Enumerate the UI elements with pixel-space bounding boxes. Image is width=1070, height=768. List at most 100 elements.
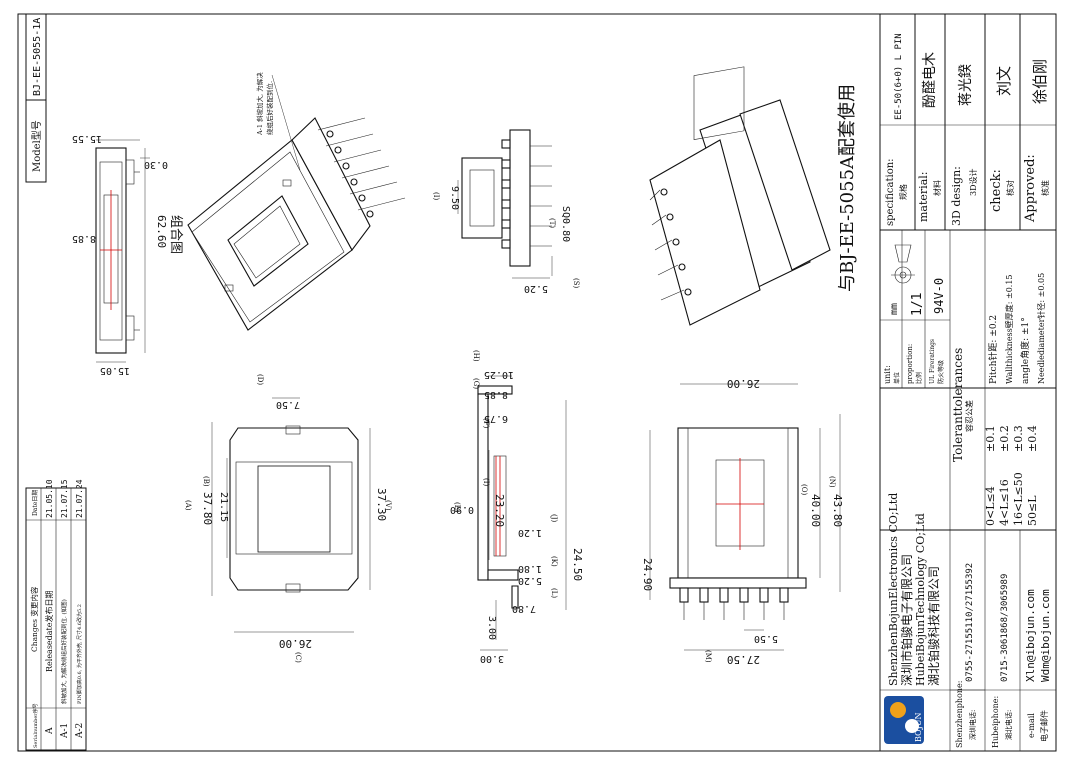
dim-24-50: 24.50	[571, 548, 584, 581]
assembly-label: 组合图	[168, 215, 183, 254]
approved-value: 徐伯刚	[1031, 59, 1049, 104]
dim-43-80: 43.80	[831, 494, 844, 527]
tol-range-3: 16<L≤50	[1012, 472, 1025, 526]
tol-note-2: Wallthickness壁厚度: ±0.15	[1004, 274, 1014, 384]
top-pin-view: 26.00 40.00 (O) 43.80 (N) 24.90 5.50 27.…	[641, 377, 844, 666]
marker-a: (A)	[184, 500, 192, 511]
design-value: 蒋光鍨	[958, 64, 974, 106]
ul-value: 94V-0	[932, 278, 946, 314]
projection-symbol	[891, 244, 915, 284]
proportion-label-cn: 比例	[915, 372, 923, 384]
marker-i-2: (I)	[482, 478, 490, 486]
changes-row-2-date: 21.07.15	[60, 479, 69, 518]
marker-k: (K)	[550, 556, 558, 567]
unit-label-cn: 单位	[893, 372, 901, 384]
design-label: 3D design:	[950, 166, 963, 226]
model-value: BJ-EE-5055-1A	[32, 18, 43, 96]
assembly-side-view: 15.55 0.30 8.85 62.60 组合图 15.05	[72, 133, 183, 376]
dim-23-20: 23.20	[493, 494, 506, 527]
dim-21-15: 21.15	[218, 492, 229, 522]
dim-3-00-b: 3.00	[480, 653, 504, 664]
tol-note-4: Needlediameter针径: ±0.05	[1036, 273, 1046, 384]
company-en-2: HubeiBojunTechnology CO;Ltd	[914, 513, 927, 686]
marker-d: (D)	[256, 374, 264, 385]
dim-7-80: 7.80	[512, 603, 536, 614]
marker-g: (G)	[472, 378, 480, 389]
material-label-cn: 材料	[932, 180, 942, 196]
dim-5-20-b: 5.20	[518, 575, 542, 586]
marker-c-1: (C)	[294, 652, 302, 663]
check-value: 刘文	[995, 66, 1013, 96]
changes-row-3-serial: A-2	[75, 723, 85, 739]
changes-col-serial: Serialnumber序号	[32, 703, 39, 748]
dim-10-25: 10.25	[484, 369, 514, 380]
dim-8-85-a: 8.85	[72, 233, 96, 244]
hb-phone-label-cn: 湖北电话:	[1004, 710, 1013, 740]
dim-37-30: 37.30	[375, 488, 388, 521]
sz-phone-label: Shenzhenphone:	[955, 681, 964, 748]
hb-phone-label: Hubeiphone:	[991, 696, 1000, 748]
model-box: Model型号 BJ-EE-5055-1A	[25, 13, 47, 183]
tol-value-3: ±0.3	[1012, 425, 1025, 452]
marker-b: (B)	[202, 476, 210, 487]
proportion-label: proportion:	[906, 344, 914, 384]
iso-view-a1: A-1 斜坡加大, 为解决 绕组后好装配到位.	[187, 72, 406, 331]
company-en-1: ShenzhenBojunElectronics CO;Ltd	[887, 493, 900, 686]
marker-o: (O)	[800, 484, 808, 495]
dim-8-85-b: 8.85	[484, 389, 508, 400]
changes-row-1-serial: A	[45, 727, 55, 735]
company-cn-1: 深圳市铂骏电子有限公司	[899, 554, 914, 686]
tol-range-1: 0<L≤4	[984, 486, 997, 526]
changes-row-2-content: 斜坡加大, 为解决绕组后好装配到位. (如图)	[60, 599, 68, 704]
marker-e: (E)	[453, 502, 461, 513]
dim-1-80: 1.80	[518, 563, 542, 574]
approved-label: Approved:	[1023, 154, 1038, 223]
email-label: e-mail	[1027, 713, 1036, 738]
hb-phone-value: 0715-3061868/3065989	[1000, 574, 1010, 682]
iso-view-right	[649, 66, 831, 326]
changes-col-changes: Changes 变更内容	[29, 586, 39, 652]
changes-row-3-date: 21.07.24	[75, 479, 84, 518]
changes-col-date: Date日期	[31, 490, 39, 516]
tol-value-4: ±0.4	[1026, 425, 1039, 452]
unit-value: mm	[889, 303, 900, 315]
marker-i-1: (I)	[432, 192, 440, 200]
sz-phone-label-cn: 深圳电话:	[968, 710, 977, 740]
design-label-cn: 3D设计	[968, 168, 978, 196]
tol-value-1: ±0.1	[984, 425, 997, 452]
changes-row-3-content: PIN脚加高0.6, 为平齐外壳, 尺寸4.6改为5.2	[76, 604, 83, 704]
email-2: Wdm@ibojun.com	[1039, 589, 1052, 682]
tol-title: Toleranttolerances	[951, 348, 965, 462]
sz-phone-value: 0755-27155110/27155392	[965, 563, 975, 682]
dim-15-05: 15.05	[100, 365, 130, 376]
dim-1-20: 1.20	[518, 527, 542, 538]
model-label: Model型号	[30, 120, 43, 172]
changes-row-2-serial: A-1	[60, 723, 70, 739]
tol-range-2: 4<L≤16	[998, 479, 1011, 526]
title-block: 与BJ-EE-5055A配套使用 specification: 规格 EE-50…	[837, 13, 1057, 752]
marker-l: (L)	[550, 588, 558, 598]
dim-0-30: 0.30	[144, 159, 168, 170]
dim-15-55: 15.55	[72, 133, 102, 144]
email-label-cn: 电子邮件	[1039, 710, 1049, 742]
check-label: check:	[989, 169, 1004, 212]
dim-37-80: 37.80	[201, 492, 214, 525]
material-value: 酚醛电木	[922, 52, 938, 108]
tol-range-4: 50≤L	[1026, 495, 1039, 526]
dim-40-00: 40.00	[809, 494, 822, 527]
ul-label-cn: 防火等级	[937, 360, 945, 384]
spec-label-cn: 规格	[898, 184, 908, 200]
dim-9-50: 9.50	[449, 186, 460, 210]
section-side-view: 10.25 (H) 8.85 (G) 6.75 (F) 0.90 (E) 23.…	[450, 350, 584, 664]
marker-h: (H)	[472, 350, 480, 362]
marker-v: (V)	[384, 500, 392, 511]
changes-row-1-date: 21.05.10	[45, 479, 54, 518]
changes-row-1-content: Releasedate发布日期	[44, 591, 54, 673]
dim-5-20-a: 5.20	[524, 283, 548, 294]
dim-0-90: 0.90	[450, 504, 474, 515]
logo-text: BOJUN	[914, 712, 923, 742]
flange-front-view: 37.80 (A) 21.15 (B) 37.30 (V) 26.00 (C) …	[184, 374, 392, 663]
note-a1-line2: 绕组后好装配到位.	[265, 81, 274, 135]
dim-sq0-80: SQ0.80	[560, 206, 571, 242]
